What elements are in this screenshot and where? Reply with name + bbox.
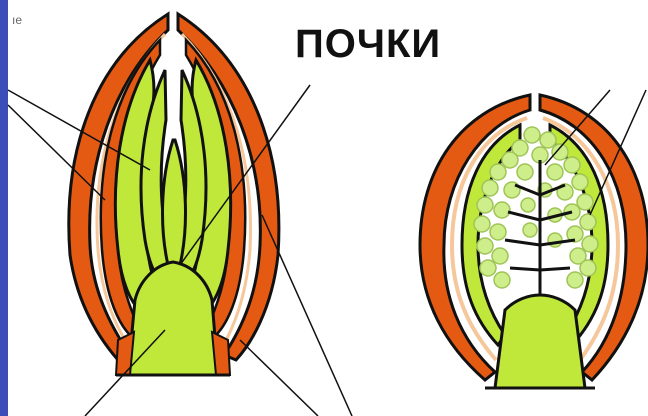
bud-base: [495, 295, 585, 388]
leader-line: [262, 215, 352, 416]
growth-tip: [163, 140, 186, 265]
generative-bud: [420, 95, 648, 388]
leader-line: [240, 340, 318, 416]
